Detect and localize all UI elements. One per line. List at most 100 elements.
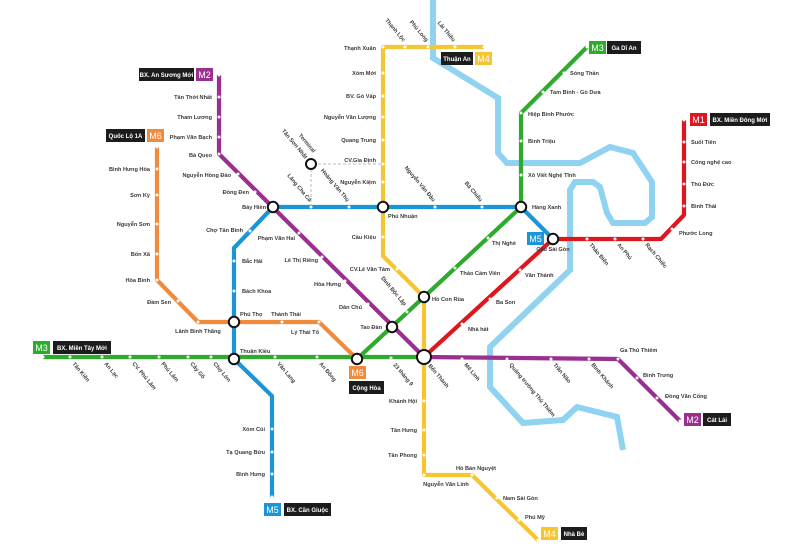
station-dot-lanh-binh-thang[interactable] <box>196 320 200 324</box>
station-dot-song-than[interactable] <box>562 71 566 75</box>
station-dot-cv-phu-lam[interactable] <box>128 355 132 359</box>
interchange-cau-sai-gon[interactable] <box>546 232 560 246</box>
station-dot-van-thanh[interactable] <box>518 268 522 272</box>
station-dot-an-phu[interactable] <box>613 237 617 241</box>
station-dot-thu-duc[interactable] <box>682 182 686 186</box>
station-dot-hoa-binh[interactable] <box>155 278 159 282</box>
airport-terminal-station[interactable] <box>305 158 317 170</box>
station-dot-bon-xa[interactable] <box>155 252 159 256</box>
interchange-bay-hien[interactable] <box>266 200 280 214</box>
station-dot-suoi-tien[interactable] <box>682 140 686 144</box>
station-dot-quang-trung[interactable] <box>381 138 385 142</box>
station-dot-nha-hat[interactable] <box>460 322 464 326</box>
station-dot-van-lang[interactable] <box>273 355 277 359</box>
station-dot-ta-quang-buu[interactable] <box>270 450 274 454</box>
station-dot-binh-khanh[interactable] <box>587 357 591 361</box>
station-dot-dinh-doc-lap[interactable] <box>405 310 409 314</box>
station-dot-binh-thai[interactable] <box>682 204 686 208</box>
station-dot-nguyen-hong-dao[interactable] <box>236 172 240 176</box>
station-dot-hoa-hung[interactable] <box>343 279 347 283</box>
station-dot-nguyen-kiem[interactable] <box>381 180 385 184</box>
station-dot-xom-moi[interactable] <box>381 71 385 75</box>
station-dot-nguyen-van-dau[interactable] <box>433 205 437 209</box>
station-dot-ga-thu-thiem[interactable] <box>616 357 620 361</box>
station-dot-phu-lam[interactable] <box>157 355 161 359</box>
station-dot-cv-gia-dinh[interactable] <box>381 162 385 166</box>
station-dot-le-thi-rieng[interactable] <box>320 255 324 259</box>
station-dot-cau-kieu[interactable] <box>381 235 385 239</box>
terminus-box-bx-mien-tay-moi <box>53 341 111 354</box>
station-dot-cho-tan-binh[interactable] <box>248 229 252 233</box>
station-dot-nam-sai-gon[interactable] <box>495 496 499 500</box>
station-dot-hiep-binh-phuoc[interactable] <box>519 111 523 115</box>
station-dot-hoang-van-thu[interactable] <box>347 205 351 209</box>
station-dot-phuoc-long[interactable] <box>670 227 674 231</box>
station-dot-ly-thai-to[interactable] <box>317 320 321 324</box>
station-dot-tham-luong[interactable] <box>217 115 221 119</box>
station-dot-phu-my[interactable] <box>517 518 521 522</box>
station-dot-bach-khoa[interactable] <box>232 289 236 293</box>
station-dot-ba-chieu[interactable] <box>480 205 484 209</box>
station-dot-thanh-thai[interactable] <box>280 320 284 324</box>
station-dot-quang-truong-thu-thiem[interactable] <box>505 357 509 361</box>
station-dot-cho-lon[interactable] <box>209 355 213 359</box>
station-dot-tan-phong[interactable] <box>422 453 426 457</box>
interchange-thuan-kieu[interactable] <box>227 352 241 366</box>
station-dot-lai-thieu[interactable] <box>453 45 457 49</box>
station-dot-nguyen-van-linh[interactable] <box>422 473 426 477</box>
station-dot-me-linh[interactable] <box>460 357 464 361</box>
terminus-box-bx-can-giuoc <box>284 503 331 516</box>
station-dot-an-lac[interactable] <box>100 355 104 359</box>
interchange-phu-tho[interactable] <box>227 315 241 329</box>
station-dot-xo-viet-nghe-tinh[interactable] <box>519 173 523 177</box>
station-dot-pham-van-hai[interactable] <box>297 231 301 235</box>
station-dot-thanh-loc[interactable] <box>403 45 407 49</box>
station-dot-bv-go-vap[interactable] <box>381 94 385 98</box>
station-label-dam-sen: Đầm Sen <box>147 300 172 306</box>
station-dot-thao-dien[interactable] <box>585 237 589 241</box>
station-dot-son-ky[interactable] <box>155 193 159 197</box>
interchange-tao-dan[interactable] <box>385 320 399 334</box>
station-dot-pham-van-bach[interactable] <box>217 135 221 139</box>
station-dot-cay-go[interactable] <box>186 355 190 359</box>
station-dot-nguyen-van-luong[interactable] <box>381 115 385 119</box>
station-label-hoa-hung: Hòa Hưng <box>314 282 342 288</box>
station-dot-23-thang-9[interactable] <box>389 356 393 360</box>
interchange-ben-thanh[interactable] <box>416 349 432 365</box>
station-dot-ba-son[interactable] <box>488 297 492 301</box>
station-dot-binh-trieu[interactable] <box>519 139 523 143</box>
station-dot-thi-nghe[interactable] <box>486 236 490 240</box>
station-dot-thanh-xuan[interactable] <box>381 45 385 49</box>
station-dot-bac-hai[interactable] <box>232 259 236 263</box>
station-dot-khanh-hoi[interactable] <box>422 399 426 403</box>
station-dot-tan-thoi-nhat[interactable] <box>217 95 221 99</box>
station-dot-binh-hung-hoa[interactable] <box>155 167 159 171</box>
interchange-phu-nhuan[interactable] <box>376 200 390 214</box>
station-dot-nguyen-son[interactable] <box>155 222 159 226</box>
station-dot-thao-cam-vien[interactable] <box>453 266 457 270</box>
station-dot-tan-kien[interactable] <box>68 355 72 359</box>
station-dot-binh-trung[interactable] <box>635 376 639 380</box>
station-dot-ho-ban-nguyet[interactable] <box>470 473 474 477</box>
station-label-cay-go: Cây Gõ <box>188 361 206 380</box>
station-dot-cv-le-van-tam[interactable] <box>395 267 399 271</box>
station-dot-ba-queo[interactable] <box>217 152 221 156</box>
station-dot-an-dong[interactable] <box>315 355 319 359</box>
station-dot-tran-nao[interactable] <box>549 357 553 361</box>
station-dot-rach-chiec[interactable] <box>641 237 645 241</box>
interchange-hang-xanh[interactable] <box>514 200 528 214</box>
station-dot-dong-van-cong[interactable] <box>655 396 659 400</box>
station-dot-dong-den[interactable] <box>253 190 257 194</box>
station-dot-dan-chu[interactable] <box>366 302 370 306</box>
station-dot-binh-hung[interactable] <box>270 472 274 476</box>
station-dot-phu-long[interactable] <box>426 45 430 49</box>
station-label-cau-kieu: Cầu Kiệu <box>352 235 377 241</box>
station-dot-xom-cui[interactable] <box>270 427 274 431</box>
station-dot-lang-cha-ca[interactable] <box>309 205 313 209</box>
station-dot-tam-binh-go-dua[interactable] <box>541 90 545 94</box>
station-dot-dam-sen[interactable] <box>176 299 180 303</box>
interchange-ho-con-rua[interactable] <box>417 290 431 304</box>
interchange-cong-hoa[interactable] <box>350 352 364 366</box>
station-dot-tan-hung[interactable] <box>422 428 426 432</box>
station-dot-cong-nghe-cao[interactable] <box>682 160 686 164</box>
